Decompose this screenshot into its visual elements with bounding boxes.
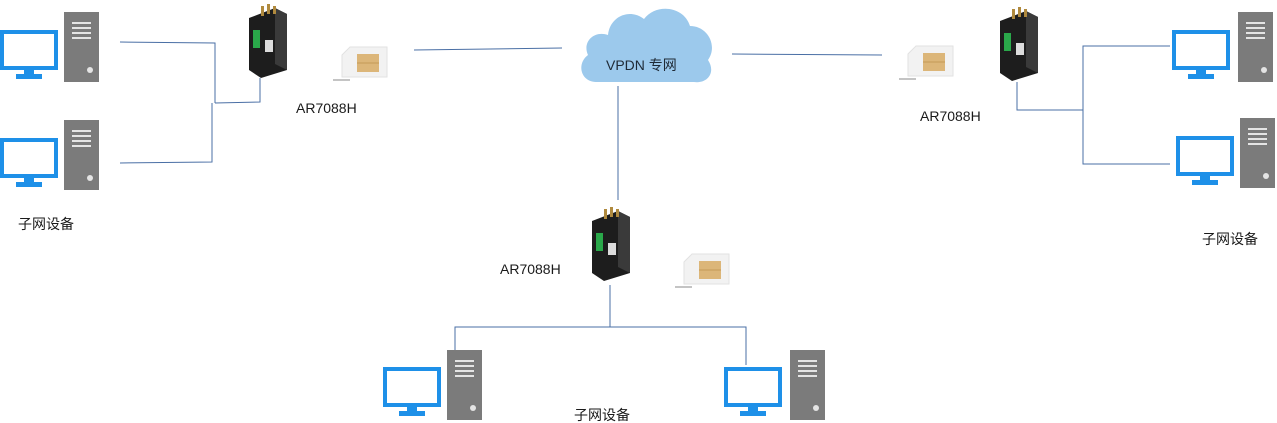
subnet-label-right: 子网设备 — [1202, 231, 1258, 247]
cloud-icon — [581, 8, 712, 83]
pc-tower-icon — [64, 120, 99, 190]
router-icon — [592, 207, 630, 281]
monitor-icon — [0, 30, 58, 79]
wire-left-router — [214, 78, 261, 104]
router-label-right: AR7088H — [920, 108, 981, 124]
wire-right-router — [1016, 82, 1083, 111]
monitor-icon — [0, 138, 58, 187]
router-label-left: AR7088H — [296, 100, 357, 116]
pc-tower-icon — [1240, 118, 1275, 188]
subnet-label-bottom: 子网设备 — [574, 407, 630, 423]
sim-card-icon — [899, 45, 954, 80]
wire-right-cloud — [731, 53, 883, 56]
pc-tower-icon — [447, 350, 482, 420]
pc-tower-icon — [64, 12, 99, 82]
router-icon — [1000, 7, 1038, 81]
wire-left-pc1 — [119, 41, 216, 103]
monitor-icon — [1172, 30, 1230, 79]
subnet-label-left: 子网设备 — [18, 216, 74, 232]
sim-card-icon — [675, 253, 730, 288]
wire-left-cloud — [413, 47, 563, 51]
router-icon — [249, 4, 287, 78]
cloud-label: VPDN 专网 — [606, 57, 677, 73]
monitor-icon — [383, 367, 441, 416]
sim-card-icon — [333, 46, 388, 81]
wire-right-pcs — [1082, 45, 1170, 165]
wire-left-pc2 — [119, 103, 213, 164]
pc-tower-icon — [1238, 12, 1273, 82]
pc-tower-icon — [790, 350, 825, 420]
monitor-icon — [1176, 136, 1234, 185]
router-label-bottom: AR7088H — [500, 261, 561, 277]
wire-bottom-pcs — [454, 326, 747, 365]
monitor-icon — [724, 367, 782, 416]
